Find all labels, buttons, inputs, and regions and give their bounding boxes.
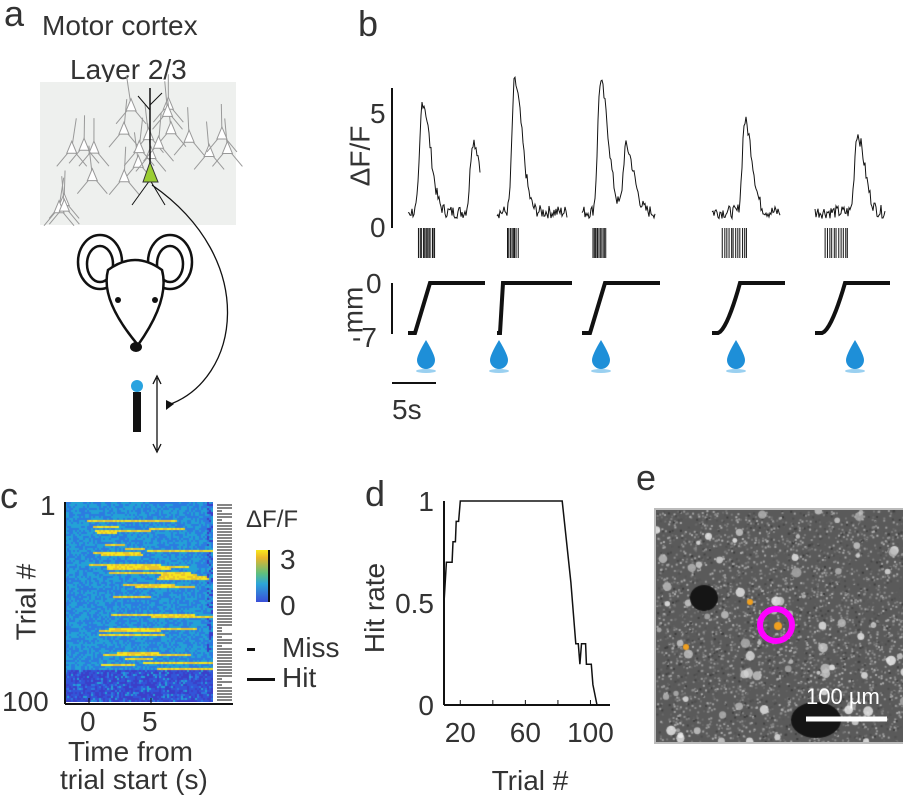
x-tick-label: 100 bbox=[567, 717, 614, 748]
dff-tick-5: 5 bbox=[370, 98, 386, 129]
water-drop-icon bbox=[489, 340, 509, 373]
time-axis-label-2: trial start (s) bbox=[60, 764, 208, 795]
two-photon-image bbox=[654, 508, 903, 744]
mouse-cortex-diagram bbox=[40, 74, 243, 454]
spike-raster bbox=[824, 228, 848, 258]
spike-raster bbox=[592, 228, 607, 258]
lever-position-trace bbox=[582, 281, 660, 335]
spike-raster bbox=[721, 228, 747, 258]
trial-tick-100: 100 bbox=[2, 686, 49, 717]
y-tick-label: 1 bbox=[418, 486, 434, 517]
panel-a-label: a bbox=[4, 0, 25, 34]
lever-position-trace bbox=[815, 281, 890, 335]
image-overlay bbox=[757, 606, 887, 722]
trial-traces bbox=[391, 76, 890, 384]
motor-cortex-title: Motor cortex bbox=[42, 10, 198, 41]
heatmap-axes bbox=[64, 502, 233, 705]
dff-tick-0: 0 bbox=[370, 212, 386, 243]
hit-rate-line bbox=[443, 500, 598, 706]
time-scalebar-label: 5s bbox=[392, 394, 422, 425]
activity-heatmap bbox=[65, 502, 213, 702]
highlighted-neuron bbox=[131, 88, 166, 206]
miss-legend-mark bbox=[247, 648, 255, 651]
panel-d-label: d bbox=[365, 473, 386, 514]
x-axis-label: Trial # bbox=[492, 765, 569, 796]
y-tick-label: 0 bbox=[418, 690, 434, 721]
spike-raster bbox=[417, 228, 436, 258]
lever-position-trace bbox=[408, 281, 485, 335]
time-tick-0: 0 bbox=[80, 706, 96, 737]
panel-c-label: c bbox=[0, 475, 18, 516]
panel-e-label: e bbox=[636, 457, 657, 498]
mouse-head-icon bbox=[76, 233, 194, 348]
hit-legend-mark bbox=[247, 678, 275, 681]
dff-trace bbox=[496, 76, 568, 219]
projection-arrow bbox=[151, 184, 229, 406]
mm-tick-7: -7 bbox=[352, 322, 377, 353]
spike-raster bbox=[506, 228, 519, 258]
colorbar-tick-0: 0 bbox=[280, 590, 296, 621]
layer-title: Layer 2/3 bbox=[70, 54, 187, 85]
mm-tick-0: 0 bbox=[366, 268, 382, 299]
dff-trace bbox=[407, 102, 481, 220]
dff-trace bbox=[581, 79, 656, 220]
dff-trace bbox=[814, 134, 886, 219]
time-tick-5: 5 bbox=[142, 706, 158, 737]
lever-icon bbox=[131, 380, 143, 432]
water-drop-icon bbox=[591, 340, 611, 373]
water-drop-icon bbox=[845, 340, 865, 373]
colorbar bbox=[256, 550, 270, 602]
neuron-network bbox=[43, 74, 243, 227]
panel-b-label: b bbox=[358, 3, 379, 44]
x-tick-label: 20 bbox=[445, 717, 476, 748]
lever-motion-arrow bbox=[152, 374, 162, 454]
roi-circle bbox=[757, 606, 795, 644]
water-drop-icon bbox=[416, 340, 436, 373]
image-scalebar-label: 100 µm bbox=[806, 684, 880, 709]
lever-position-trace bbox=[497, 281, 572, 335]
miss-legend-label: Miss bbox=[282, 632, 340, 663]
y-tick-label: 0.5 bbox=[395, 588, 434, 619]
colorbar-tick-3: 3 bbox=[280, 544, 296, 575]
colorbar-label: ΔF/F bbox=[246, 506, 299, 533]
x-tick-label: 60 bbox=[510, 717, 541, 748]
time-axis-label-1: Time from bbox=[68, 736, 193, 767]
dff-trace bbox=[711, 116, 781, 221]
hit-legend-label: Hit bbox=[282, 662, 317, 693]
trial-tick-1: 1 bbox=[40, 490, 56, 521]
lever-position-trace bbox=[712, 281, 785, 335]
water-drop-icon bbox=[726, 340, 746, 373]
